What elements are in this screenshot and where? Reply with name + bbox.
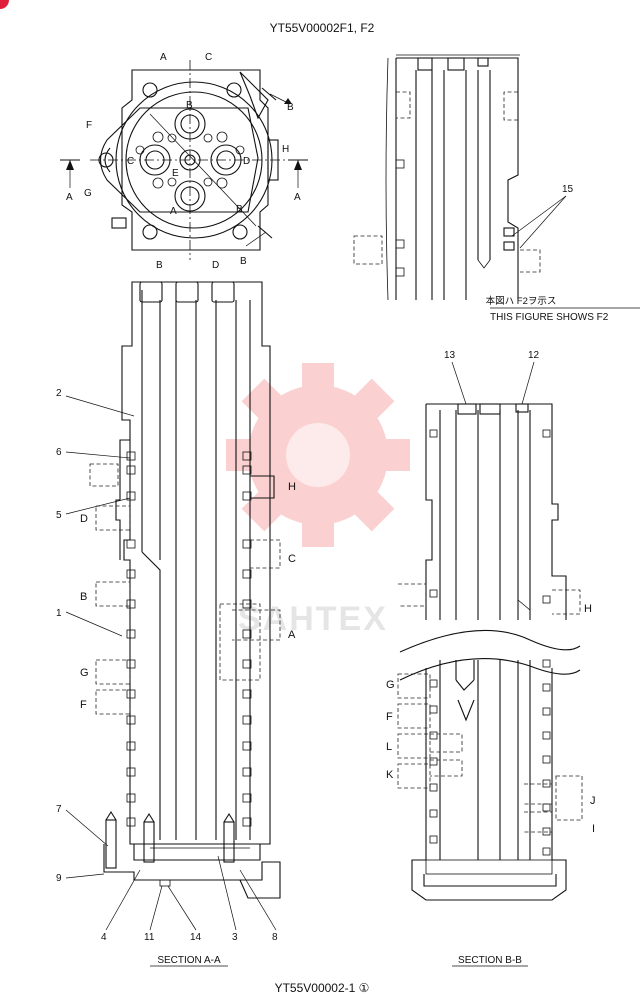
watermark-text: SAHTEX	[238, 600, 388, 638]
aa-port-h: H	[288, 481, 296, 493]
seal-grooves-right	[242, 451, 252, 827]
callout-9: 9	[56, 873, 62, 884]
port-label-b: B	[186, 100, 193, 111]
bb-port-f: F	[386, 711, 393, 723]
section-a-a-view: 2 6 5 1 7 9 4 11 14 3 8 H D C B A G F SE…	[56, 281, 296, 967]
top-label-a-right: A	[294, 192, 301, 203]
port-label-d: D	[243, 156, 250, 167]
bb-port-l: L	[386, 741, 392, 753]
callout-13: 13	[444, 350, 456, 361]
callout-15: 15	[562, 184, 574, 195]
watermark-gear-icon	[226, 363, 410, 547]
section-b-b-view: 13 12 H G F L K J I SECTION B-B	[386, 350, 596, 967]
aa-port-c: C	[288, 553, 296, 565]
top-label-c: C	[205, 52, 212, 63]
port-label-a: A	[170, 206, 177, 217]
callout-11: 11	[144, 932, 155, 943]
callout-7: 7	[56, 804, 62, 815]
aa-port-g: G	[80, 667, 89, 679]
bb-seal-grooves	[429, 429, 551, 856]
port-label-e: E	[172, 168, 179, 179]
callout-2: 2	[56, 388, 62, 399]
top-label-h: H	[282, 144, 289, 155]
top-label-g: G	[84, 188, 92, 199]
callout-14: 14	[190, 932, 202, 943]
f2-detail-view: 15 本図ハ F2ヲ示ス THIS FIGURE SHOWS F2	[353, 54, 640, 323]
drawing-title: YT55V00002F1, F2	[270, 21, 375, 35]
callout-5: 5	[56, 510, 62, 521]
aa-port-d: D	[80, 513, 88, 525]
corner-badge-icon	[0, 0, 9, 9]
section-b-b-title: SECTION B-B	[458, 955, 522, 966]
aa-port-f: F	[80, 699, 87, 711]
callout-1: 1	[56, 608, 62, 619]
f2-note-english: THIS FIGURE SHOWS F2	[490, 312, 609, 323]
callout-6: 6	[56, 447, 62, 458]
top-label-a-left: A	[66, 192, 73, 203]
drawing-footer: YT55V00002-1 ①	[275, 981, 370, 995]
aa-port-b: B	[80, 591, 87, 603]
bb-port-j: J	[590, 795, 596, 807]
top-label-b-right: B	[287, 102, 294, 113]
bb-port-g: G	[386, 679, 395, 691]
section-a-a-title: SECTION A-A	[157, 955, 221, 966]
bb-port-i: I	[592, 823, 595, 835]
top-label-b-lower: B	[240, 256, 247, 267]
top-label-f: F	[86, 120, 92, 131]
top-label-a: A	[160, 52, 167, 63]
aa-port-a: A	[288, 629, 296, 641]
bb-port-h: H	[584, 603, 592, 615]
bb-port-k: K	[386, 769, 394, 781]
callout-12: 12	[528, 350, 540, 361]
callout-8: 8	[272, 932, 278, 943]
callout-4: 4	[101, 932, 107, 943]
seal-grooves-left	[126, 451, 136, 827]
port-label-c: C	[127, 156, 134, 167]
callout-3: 3	[232, 932, 238, 943]
f2-note-japanese: 本図ハ F2ヲ示ス	[486, 295, 557, 307]
port-label-b-diag: B	[236, 204, 243, 215]
top-label-d-bottom: D	[212, 260, 219, 271]
top-view: A C B F H A A G B B B D B C D E A	[60, 52, 308, 271]
top-label-b-bottom: B	[156, 260, 163, 271]
